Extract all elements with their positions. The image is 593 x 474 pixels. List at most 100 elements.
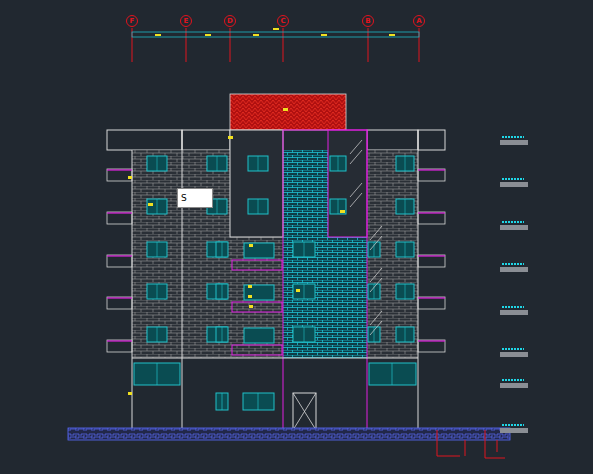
grid-bubble: E xyxy=(180,15,192,27)
dimension-mark xyxy=(205,34,211,36)
window xyxy=(293,327,315,342)
window-mullion xyxy=(157,242,158,257)
grid-bubble: A xyxy=(413,15,425,27)
balcony-rail xyxy=(107,255,132,256)
balcony-rail xyxy=(107,340,132,341)
level-marker xyxy=(500,140,528,145)
window xyxy=(248,199,268,214)
window-mullion xyxy=(222,284,223,299)
window xyxy=(147,284,167,299)
text-input-box: S xyxy=(177,188,213,208)
window xyxy=(330,199,346,214)
window-mullion xyxy=(157,156,158,171)
window-mullion xyxy=(374,327,375,342)
balcony-slab xyxy=(418,340,445,352)
window xyxy=(207,284,227,299)
node-label: D xyxy=(227,17,233,25)
level-mark xyxy=(502,178,524,180)
window-mullion xyxy=(304,327,305,342)
balcony-slab xyxy=(418,169,445,181)
window xyxy=(244,328,274,343)
balcony-rail xyxy=(418,255,445,256)
window xyxy=(207,156,227,171)
balcony-rail xyxy=(232,260,282,270)
balcony-rail xyxy=(418,212,445,213)
window-mullion xyxy=(217,199,218,214)
window xyxy=(147,242,167,257)
window-mullion xyxy=(338,199,339,214)
level-marker xyxy=(500,225,528,230)
grid-bubble: D xyxy=(224,15,236,27)
window-mullion xyxy=(217,156,218,171)
window-mullion xyxy=(304,242,305,257)
grid-bubble: C xyxy=(277,15,289,27)
window-mullion xyxy=(157,327,158,342)
window-mullion xyxy=(405,156,406,171)
level-mark xyxy=(502,379,524,381)
balcony-rail xyxy=(107,212,132,213)
window xyxy=(396,242,414,257)
window-mullion xyxy=(405,284,406,299)
balcony-rail xyxy=(107,169,132,170)
window-mullion xyxy=(258,199,259,214)
window xyxy=(216,242,228,257)
window xyxy=(396,284,414,299)
grid-line xyxy=(230,28,231,62)
dimension-line xyxy=(132,32,419,37)
stair-line xyxy=(350,183,362,207)
node-label: B xyxy=(365,17,370,25)
window xyxy=(368,242,380,257)
window xyxy=(244,243,274,258)
dimension-mark xyxy=(253,34,259,36)
window-mullion xyxy=(374,284,375,299)
balcony-rail xyxy=(232,302,282,312)
dimension-mark xyxy=(389,34,395,36)
window xyxy=(396,156,414,171)
level-marker xyxy=(500,383,528,388)
level-marker xyxy=(500,182,528,187)
level-mark xyxy=(502,306,524,308)
dimension-mark xyxy=(321,34,327,36)
window-mullion xyxy=(258,156,259,171)
window xyxy=(216,284,228,299)
window xyxy=(330,156,346,171)
window xyxy=(396,327,414,342)
grid-bubble: F xyxy=(126,15,138,27)
dimension-mark xyxy=(273,28,279,30)
window-mullion xyxy=(405,242,406,257)
window xyxy=(396,199,414,214)
node-label: F xyxy=(130,17,135,25)
level-marker xyxy=(500,428,528,433)
balcony-slab xyxy=(107,169,132,181)
node-label: C xyxy=(280,17,285,25)
grid-line xyxy=(368,28,369,62)
window xyxy=(368,284,380,299)
window xyxy=(368,327,380,342)
balcony-slab xyxy=(107,255,132,267)
stair-line xyxy=(370,226,382,250)
balcony-slab xyxy=(107,340,132,352)
level-marker xyxy=(500,267,528,272)
stair-line xyxy=(370,268,382,292)
level-marker xyxy=(500,352,528,357)
node-label: E xyxy=(184,17,189,25)
window-mullion xyxy=(304,284,305,299)
window xyxy=(293,284,315,299)
level-mark xyxy=(502,221,524,223)
window-mullion xyxy=(157,199,158,214)
window-mullion xyxy=(374,242,375,257)
window-mullion xyxy=(405,327,406,342)
balcony-rail xyxy=(107,297,132,298)
balcony-slab xyxy=(107,212,132,224)
level-mark xyxy=(502,424,524,426)
level-marker xyxy=(500,310,528,315)
window xyxy=(207,242,227,257)
balcony-rail xyxy=(232,345,282,355)
balcony-rail xyxy=(418,340,445,341)
balcony-slab xyxy=(107,297,132,309)
level-mark xyxy=(502,136,524,138)
window xyxy=(244,285,274,300)
balcony-rail xyxy=(418,297,445,298)
